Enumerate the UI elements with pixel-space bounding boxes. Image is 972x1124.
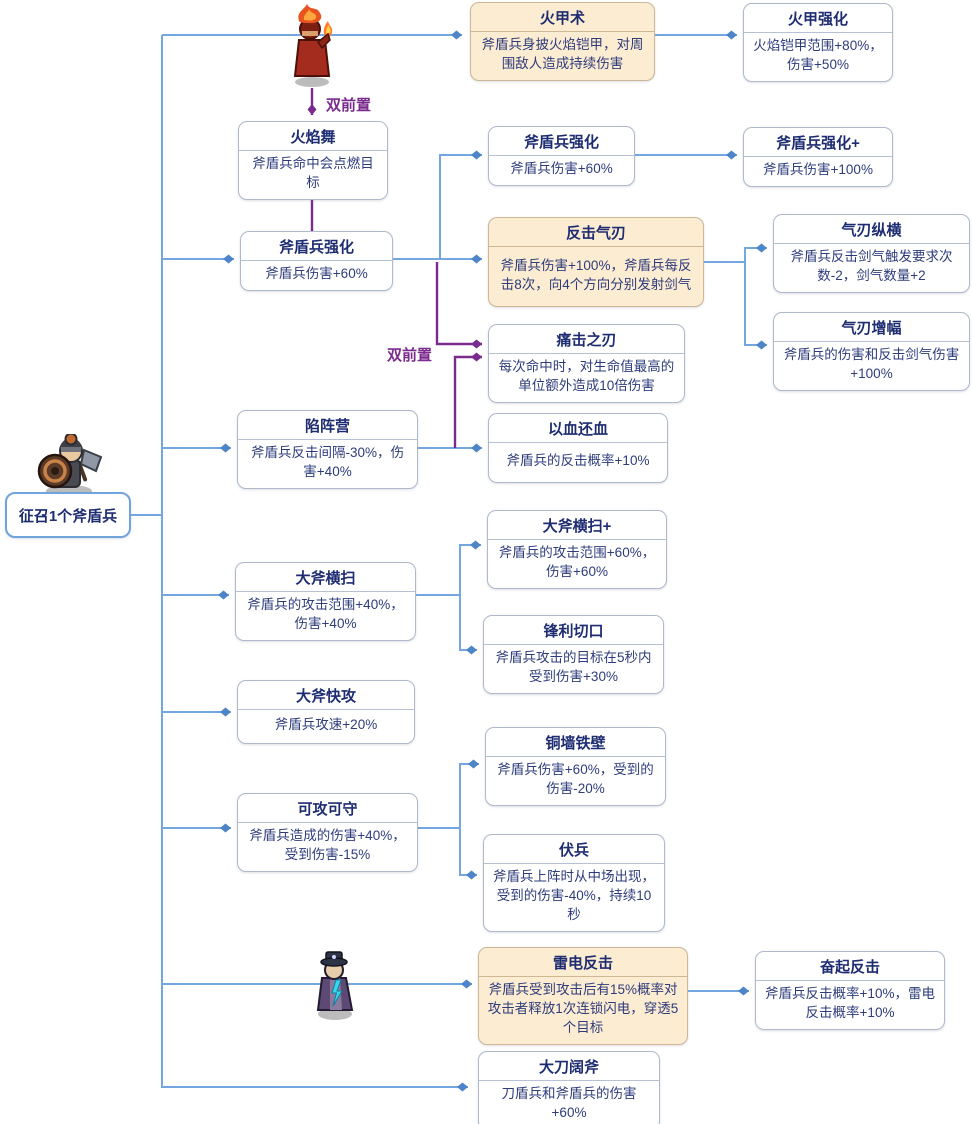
skill-node-body: 刀盾兵和斧盾兵的伤害+60% [501, 1086, 637, 1120]
edge-attack-defense-to-ambush [459, 828, 477, 880]
skill-node-pain-blade[interactable]: 痛击之刃每次命中时，对生命值最高的单位额外造成10倍伤害 [488, 324, 685, 403]
dual-prereq-label-mid: 双前置 [387, 347, 433, 364]
skill-node-body: 斧盾兵反击概率+10%，雷电反击概率+10% [765, 986, 935, 1020]
skill-node-body: 斧盾兵反击间隔-30%，伤害+40% [250, 445, 404, 479]
skill-node-body: 斧盾兵的攻击范围+60%，伤害+60% [498, 545, 656, 579]
skill-node-rise-counter[interactable]: 奋起反击斧盾兵反击概率+10%，雷电反击概率+10% [755, 951, 945, 1030]
skill-node-blood-for-blood[interactable]: 以血还血斧盾兵的反击概率+10% [488, 413, 668, 483]
edge-root-to-trunk [131, 35, 468, 1092]
skill-node-title: 斧盾兵强化 [489, 127, 634, 156]
skill-node-title: 火甲强化 [744, 4, 892, 33]
skill-node-title: 可攻可守 [238, 794, 417, 823]
skill-node-counter-qi-blade[interactable]: 反击气刃斧盾兵伤害+100%，斧盾兵每反击8次，向4个方向分别发射剑气 [488, 217, 704, 307]
skill-node-body: 斧盾兵伤害+100%，斧盾兵每反击8次，向4个方向分别发射剑气 [500, 257, 692, 292]
skill-node-body: 斧盾兵命中会点燃目标 [252, 156, 374, 190]
skill-node-body: 斧盾兵受到攻击后有15%概率对攻击者释放1次连锁闪电，穿透5个目标 [487, 982, 679, 1035]
skill-node-title: 雷电反击 [479, 948, 687, 977]
skill-node-title: 大斧快攻 [238, 681, 414, 710]
edge-trap-camp-to-pain-blade [453, 352, 482, 448]
skill-node-axe-enhance-1[interactable]: 斧盾兵强化斧盾兵伤害+60% [240, 231, 393, 291]
skill-node-trap-camp[interactable]: 陷阵营斧盾兵反击间隔-30%，伤害+40% [237, 410, 418, 489]
skill-node-body: 斧盾兵的伤害和反击剑气伤害+100% [783, 347, 960, 381]
skill-node-title: 大刀阔斧 [479, 1052, 659, 1081]
skill-node-title: 征召1个斧盾兵 [18, 507, 118, 525]
skill-node-body: 斧盾兵反击剑气触发要求次数-2，剑气数量+2 [790, 249, 953, 283]
skill-node-title: 气刃纵横 [774, 215, 969, 244]
skill-node-title: 奋起反击 [756, 952, 944, 981]
skill-node-fire-armor[interactable]: 火甲术斧盾兵身披火焰铠甲，对周围敌人造成持续伤害 [470, 2, 655, 81]
skill-node-body: 斧盾兵伤害+60% [265, 266, 368, 281]
skill-node-body: 斧盾兵伤害+60% [510, 161, 613, 176]
skill-node-body: 每次命中时，对生命值最高的单位额外造成10倍伤害 [498, 359, 675, 393]
skill-node-body: 斧盾兵攻速+20% [274, 717, 378, 733]
skill-node-title: 火焰舞 [239, 122, 387, 151]
edge-attack-defense-to-bronze-wall [418, 759, 479, 829]
edge-axe-sweep-to-axe-sweep-plus [416, 540, 481, 596]
skill-node-body: 斧盾兵造成的伤害+40%，受到伤害-15% [249, 828, 406, 862]
skill-node-title: 痛击之刃 [489, 325, 684, 354]
skill-node-body: 斧盾兵伤害+60%，受到的伤害-20% [497, 762, 654, 796]
skill-node-title: 锋利切口 [484, 616, 663, 645]
skill-node-lightning-counter[interactable]: 雷电反击斧盾兵受到攻击后有15%概率对攻击者释放1次连锁闪电，穿透5个目标 [478, 947, 688, 1045]
skill-node-title: 气刃增幅 [774, 313, 969, 342]
skill-node-title: 火甲术 [471, 3, 654, 32]
skill-node-title: 大斧横扫+ [488, 511, 666, 540]
skill-node-title: 反击气刃 [489, 218, 703, 247]
skill-node-body: 斧盾兵的攻击范围+40%，伤害+40% [247, 597, 404, 631]
skill-node-title: 大斧横扫 [236, 563, 415, 592]
skill-node-title: 陷阵营 [238, 411, 417, 440]
skill-node-qi-blade-cross[interactable]: 气刃纵横斧盾兵反击剑气触发要求次数-2，剑气数量+2 [773, 214, 970, 293]
skill-node-axe-enhance-plus[interactable]: 斧盾兵强化+ 斧盾兵伤害+100% [743, 127, 893, 187]
skill-node-axe-enhance-2[interactable]: 斧盾兵强化斧盾兵伤害+60% [488, 126, 635, 186]
edge-junction-to-pain-blade [435, 262, 482, 349]
skill-node-axe-sweep[interactable]: 大斧横扫斧盾兵的攻击范围+40%，伤害+40% [235, 562, 416, 641]
skill-node-title: 斧盾兵强化+ [744, 128, 892, 157]
skill-node-title: 斧盾兵强化 [241, 232, 392, 261]
skill-node-axe-quick[interactable]: 大斧快攻斧盾兵攻速+20% [237, 680, 415, 744]
skill-node-flame-dance[interactable]: 火焰舞斧盾兵命中会点燃目标 [238, 121, 388, 200]
skill-node-body: 斧盾兵身披火焰铠甲，对周围敌人造成持续伤害 [481, 37, 644, 71]
skill-node-body: 斧盾兵上阵时从中场出现，受到的伤害-40%，持续10秒 [493, 869, 655, 922]
skill-node-bronze-wall[interactable]: 铜墙铁壁斧盾兵伤害+60%，受到的伤害-20% [485, 727, 666, 806]
skill-node-qi-blade-amp[interactable]: 气刃增幅斧盾兵的伤害和反击剑气伤害+100% [773, 312, 970, 391]
dual-prereq-label-top: 双前置 [326, 97, 372, 114]
skill-node-ambush[interactable]: 伏兵斧盾兵上阵时从中场出现，受到的伤害-40%，持续10秒 [483, 834, 665, 932]
skill-node-axe-sweep-plus[interactable]: 大斧横扫+ 斧盾兵的攻击范围+60%，伤害+60% [487, 510, 667, 589]
skill-node-broad-axe[interactable]: 大刀阔斧刀盾兵和斧盾兵的伤害+60% [478, 1051, 660, 1124]
skill-node-sharp-cut[interactable]: 锋利切口斧盾兵攻击的目标在5秒内受到伤害+30% [483, 615, 664, 694]
edge-counter-qi-blade-to-qi-blade-cross [704, 243, 767, 263]
axe-shield-soldier-icon [30, 432, 106, 498]
lightning-mage-icon [306, 948, 364, 1022]
edge-axe-sweep-to-sharp-cut [459, 595, 477, 655]
skill-node-body: 火焰铠甲范围+80%，伤害+50% [753, 38, 883, 72]
skill-node-title: 以血还血 [489, 414, 667, 443]
skill-node-fire-armor-plus[interactable]: 火甲强化火焰铠甲范围+80%，伤害+50% [743, 3, 893, 82]
skill-node-body: 斧盾兵的反击概率+10% [506, 453, 650, 469]
skill-node-body: 斧盾兵伤害+100% [763, 162, 873, 177]
fire-demon-icon [282, 4, 344, 90]
skill-node-title: 伏兵 [484, 835, 664, 864]
edge-junction-to-axe-enhance-2 [439, 150, 482, 259]
edge-counter-qi-blade-to-qi-blade-amp [744, 262, 767, 350]
skill-node-attack-defense[interactable]: 可攻可守斧盾兵造成的伤害+40%，受到伤害-15% [237, 793, 418, 872]
skill-node-title: 铜墙铁壁 [486, 728, 665, 757]
skill-node-summon-root[interactable]: 征召1个斧盾兵 [5, 492, 131, 538]
skill-node-body: 斧盾兵攻击的目标在5秒内受到伤害+30% [495, 650, 652, 684]
